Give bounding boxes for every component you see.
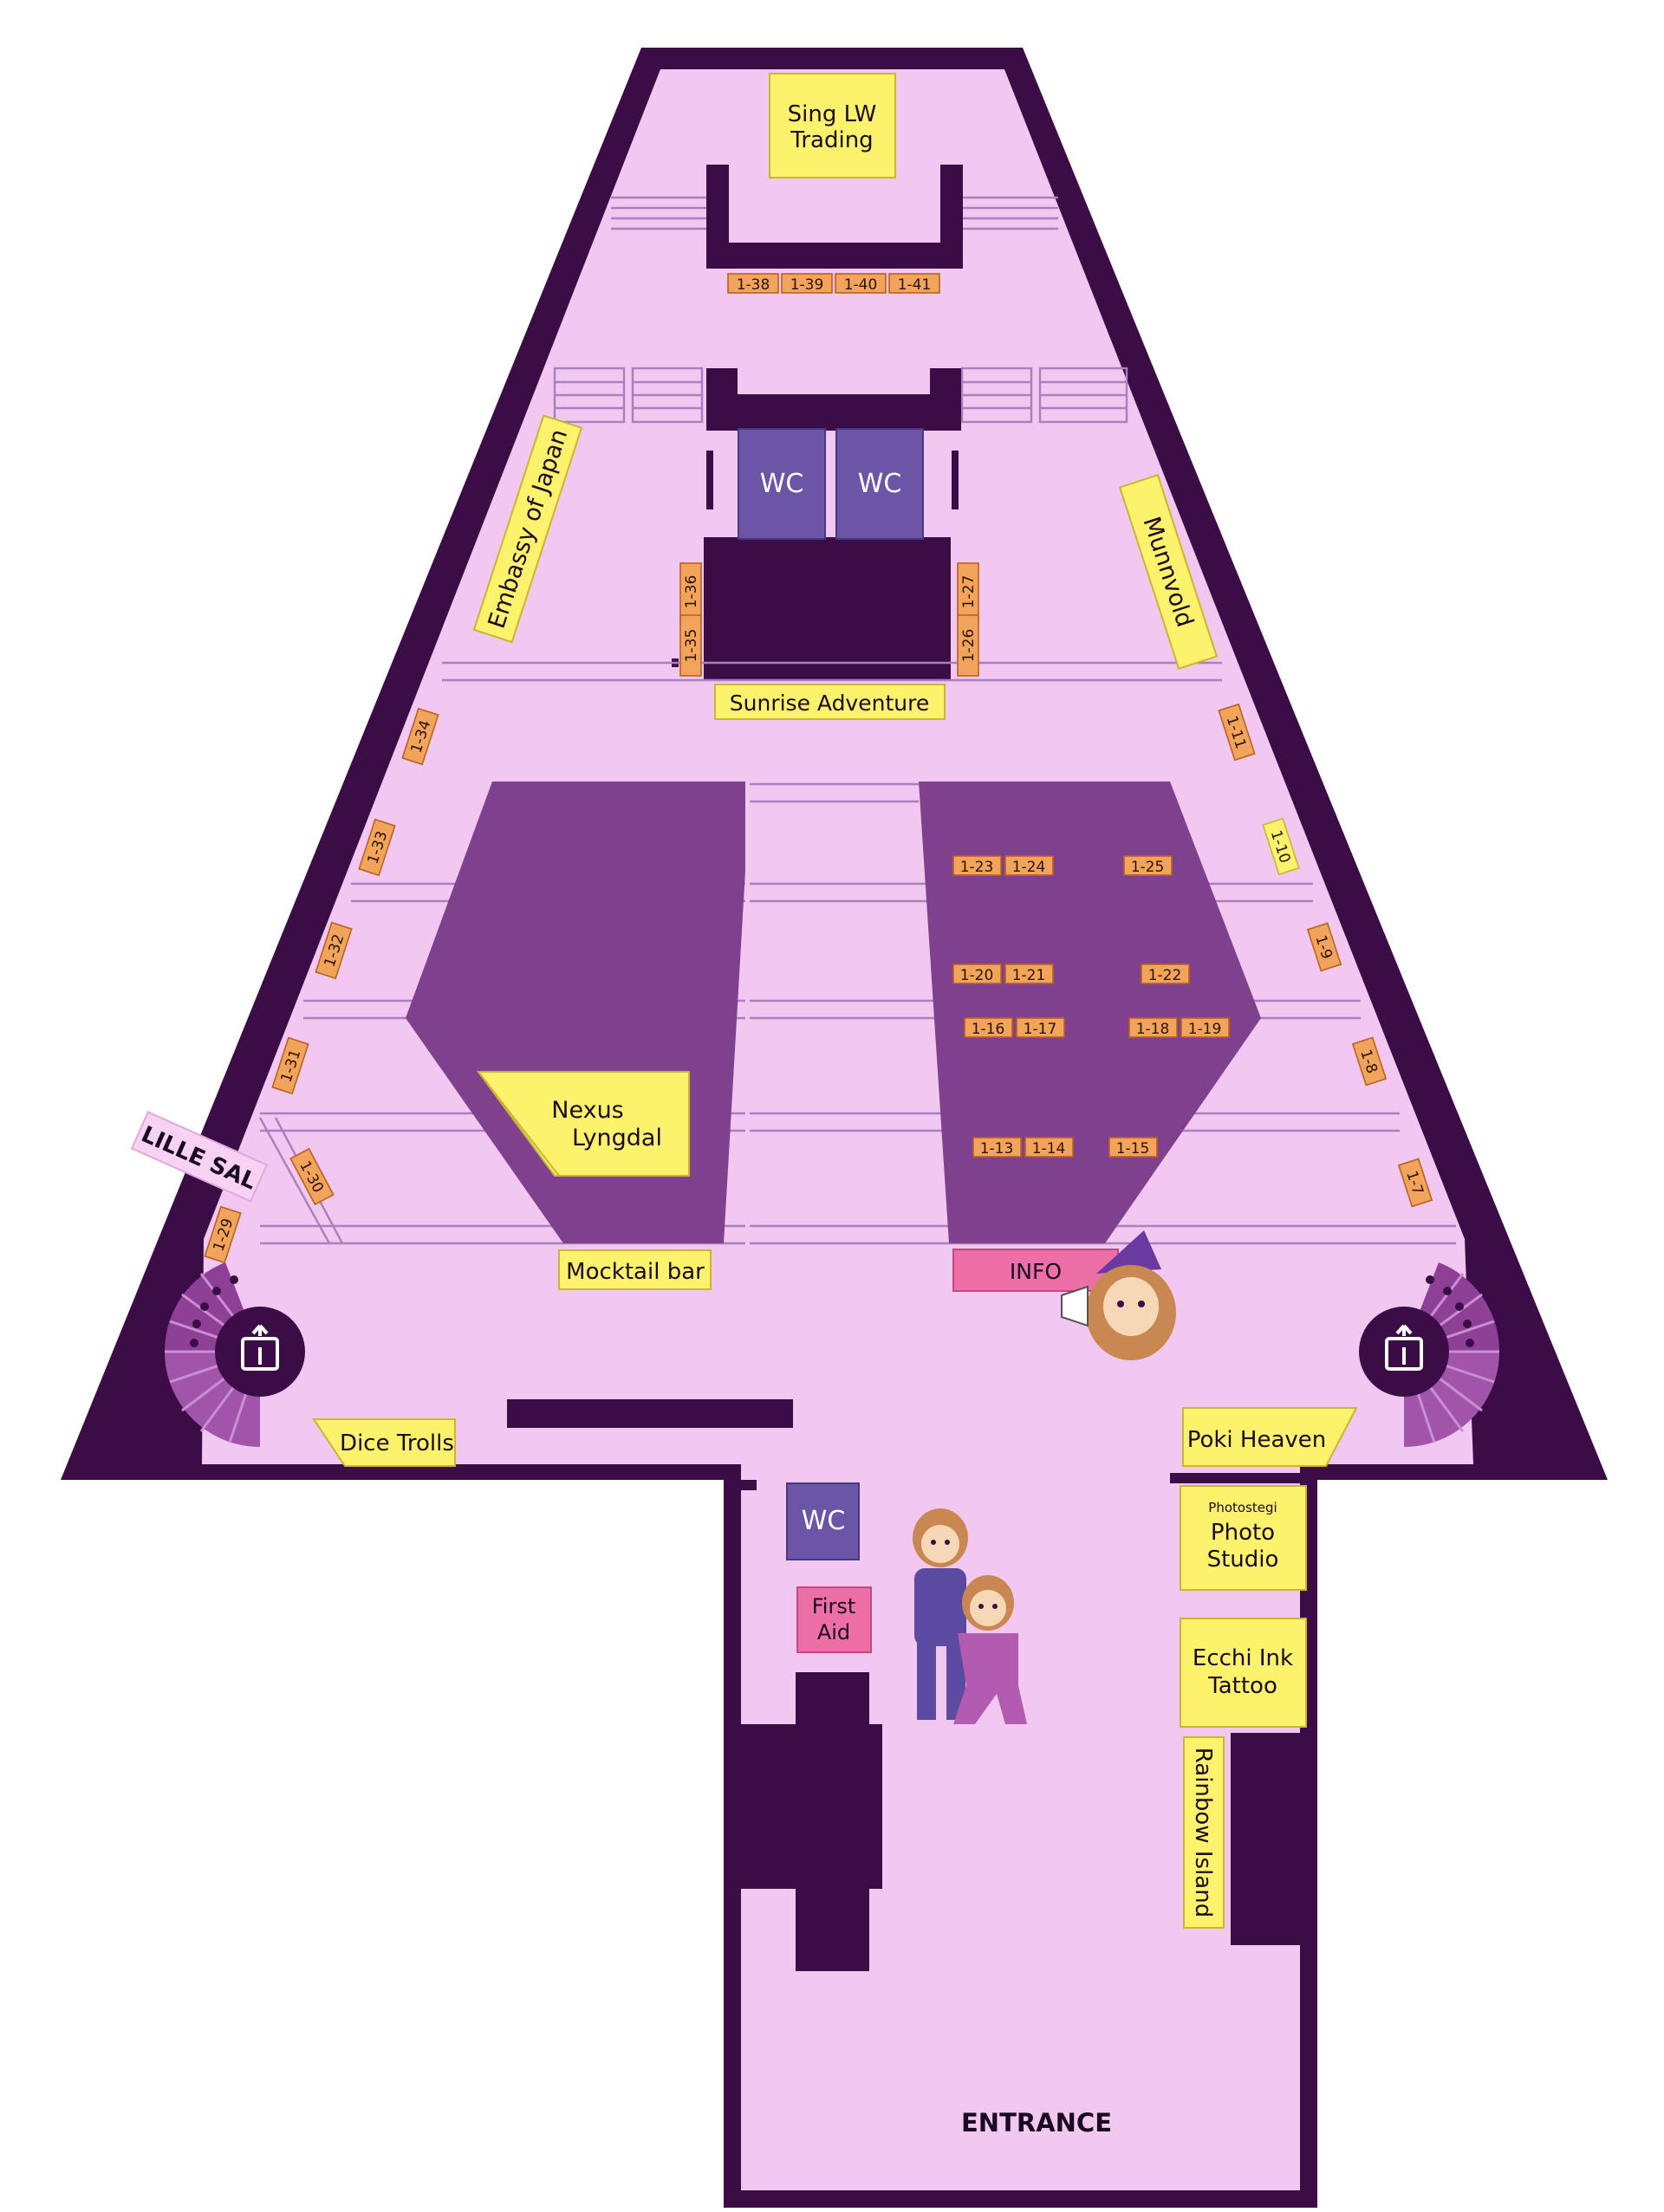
vendor-photostegi-line3: Studio (1207, 1547, 1279, 1573)
vendor-photostegi-line2: Photo (1211, 1520, 1275, 1546)
svg-text:1-27: 1-27 (960, 575, 978, 609)
bleacher-rails-top (553, 367, 1128, 424)
svg-text:1-21: 1-21 (1012, 967, 1046, 984)
elevator-icon (241, 1324, 279, 1371)
llama-mascot (913, 1508, 1027, 1724)
booth-1-39[interactable]: 1-39 (781, 273, 833, 294)
svg-text:1-19: 1-19 (1188, 1021, 1222, 1038)
elevator-icon (1385, 1324, 1423, 1371)
booth-1-40[interactable]: 1-40 (835, 273, 887, 294)
vendor-photostegi[interactable]: Photostegi Photo Studio (1180, 1485, 1307, 1591)
llama-mascot (1061, 1230, 1176, 1360)
vendor-sing-lw-line1: Sing LW (788, 101, 877, 127)
central-structure (672, 368, 961, 680)
booth-1-21[interactable]: 1-21 (1004, 963, 1054, 984)
wc-left: WC (738, 428, 826, 540)
svg-text:1-23: 1-23 (960, 859, 994, 876)
svg-text:1-13: 1-13 (980, 1140, 1014, 1158)
info-desk[interactable]: INFO (952, 1249, 1119, 1292)
svg-text:1-24: 1-24 (1012, 859, 1046, 876)
svg-text:1-20: 1-20 (960, 967, 994, 984)
seating-blocks (406, 780, 1261, 1248)
svg-text:1-14: 1-14 (1032, 1140, 1066, 1158)
booth-1-23[interactable]: 1-23 (952, 855, 1002, 876)
vendor-sing-lw-line2: Trading (790, 127, 873, 153)
wc-bottom: WC (786, 1482, 860, 1560)
vendor-photostegi-line1: Photostegi (1208, 1500, 1277, 1515)
booth-1-31[interactable]: 1-31 (271, 1036, 309, 1095)
vendor-munnvold[interactable]: Munnvold (1118, 474, 1219, 670)
vendor-mocktail-bar[interactable]: Mocktail bar (558, 1249, 712, 1290)
booth-1-33[interactable]: 1-33 (358, 818, 396, 877)
svg-text:1-40: 1-40 (844, 276, 878, 294)
booth-1-13[interactable]: 1-13 (972, 1137, 1022, 1158)
booth-1-10[interactable]: 1-10 (1262, 817, 1300, 876)
svg-text:1-18: 1-18 (1136, 1021, 1170, 1038)
vendor-sunrise-label: Sunrise Adventure (730, 691, 929, 716)
aisle-rails (750, 782, 919, 1245)
booth-1-41[interactable]: 1-41 (888, 273, 940, 294)
booth-1-36[interactable]: 1-36 (679, 562, 702, 621)
svg-text:1-38: 1-38 (737, 276, 770, 294)
vendor-mocktail-label: Mocktail bar (566, 1259, 705, 1285)
booth-1-22[interactable]: 1-22 (1141, 963, 1190, 984)
booth-1-38[interactable]: 1-38 (727, 273, 779, 294)
info-desk-label: INFO (1010, 1259, 1062, 1284)
bar-counter (507, 1399, 793, 1428)
first-aid-line2: Aid (817, 1620, 850, 1644)
corridor-structures (724, 1473, 1317, 2208)
vendor-nexus-line2: Lyngdal (572, 1125, 662, 1151)
first-aid[interactable]: First Aid (796, 1586, 872, 1653)
vendor-nexus-lyngdal[interactable]: Nexus Lyngdal (476, 1071, 690, 1177)
vendor-rainbow-label: Rainbow Island (1190, 1748, 1216, 1917)
booth-1-16[interactable]: 1-16 (964, 1017, 1013, 1038)
vendor-poki-label: Poki Heaven (1187, 1427, 1327, 1453)
vendor-nexus-line1: Nexus (551, 1097, 624, 1124)
wc-right-label: WC (858, 469, 902, 499)
svg-text:1-22: 1-22 (1148, 967, 1182, 984)
booth-1-19[interactable]: 1-19 (1180, 1017, 1230, 1038)
booth-1-17[interactable]: 1-17 (1016, 1017, 1065, 1038)
booth-row-top: 1-38 1-39 1-40 1-41 (727, 273, 940, 294)
booth-1-18[interactable]: 1-18 (1128, 1017, 1178, 1038)
booth-1-15[interactable]: 1-15 (1108, 1137, 1158, 1158)
vendor-dice-trolls[interactable]: Dice Trolls (312, 1418, 456, 1467)
booth-1-24[interactable]: 1-24 (1004, 855, 1054, 876)
first-aid-line1: First (812, 1594, 856, 1618)
booth-1-27[interactable]: 1-27 (957, 562, 979, 621)
svg-text:1-41: 1-41 (898, 276, 932, 294)
vendor-dice-trolls-label: Dice Trolls (340, 1430, 454, 1456)
wc-bottom-label: WC (802, 1506, 846, 1536)
entrance-label: ENTRANCE (961, 2108, 1112, 2137)
vendor-poki-heaven[interactable]: Poki Heaven (1182, 1407, 1358, 1467)
vendor-sing-lw[interactable]: Sing LW Trading (769, 73, 896, 178)
svg-text:1-35: 1-35 (683, 629, 700, 663)
booth-1-14[interactable]: 1-14 (1024, 1137, 1074, 1158)
vendor-ecchi-line1: Ecchi Ink (1193, 1645, 1293, 1671)
svg-text:1-39: 1-39 (790, 276, 824, 294)
wc-left-label: WC (760, 469, 804, 499)
vendor-rainbow-island[interactable]: Rainbow Island (1183, 1736, 1225, 1929)
elevator-left (164, 1262, 305, 1447)
svg-text:1-26: 1-26 (960, 629, 978, 663)
booth-1-35[interactable]: 1-35 (679, 614, 702, 677)
booth-1-26[interactable]: 1-26 (957, 614, 979, 677)
wc-right: WC (835, 428, 924, 540)
stage-area (611, 165, 1058, 269)
booth-1-25[interactable]: 1-25 (1123, 855, 1173, 876)
booth-1-20[interactable]: 1-20 (952, 963, 1002, 984)
svg-text:1-25: 1-25 (1131, 859, 1165, 876)
vendor-ecchi-ink[interactable]: Ecchi Ink Tattoo (1180, 1618, 1307, 1728)
svg-text:1-15: 1-15 (1116, 1140, 1150, 1158)
svg-text:1-16: 1-16 (972, 1021, 1005, 1038)
vendor-sunrise-adventure[interactable]: Sunrise Adventure (714, 684, 946, 720)
svg-text:1-36: 1-36 (683, 575, 700, 609)
vendor-ecchi-line2: Tattoo (1207, 1673, 1277, 1699)
svg-text:1-17: 1-17 (1024, 1021, 1057, 1038)
elevator-right (1359, 1262, 1500, 1447)
